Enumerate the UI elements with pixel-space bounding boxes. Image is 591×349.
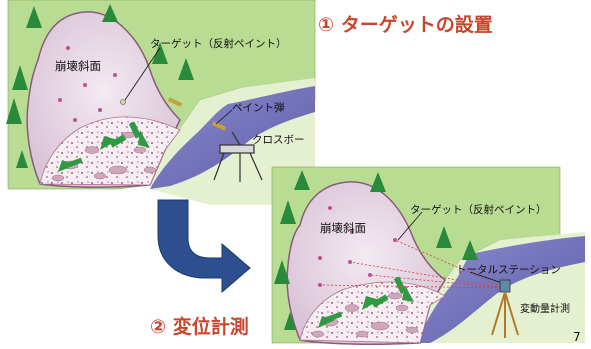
panel2-trees [274, 170, 478, 330]
panel1-river [150, 86, 315, 189]
panel1-scene [6, 0, 316, 205]
panel1-trees [6, 4, 194, 168]
flow-arrow [157, 199, 251, 294]
crossbow-icon [213, 131, 263, 182]
step1-title: ① ターゲットの設置 [318, 14, 493, 36]
total-station-label: トータルステーション [456, 264, 561, 276]
paint-bullet-label: ペイント弾 [232, 102, 285, 114]
paint-bullets [167, 97, 227, 131]
panel2-target-dots [318, 206, 397, 287]
panel2-slope-label: 崩壊斜面 [320, 221, 366, 235]
panel1-debris-arrows [58, 121, 150, 172]
total-station-icon [491, 279, 519, 338]
panel2-rocks [311, 292, 419, 338]
panel2-target-label: ターゲット（反射ペイント） [410, 204, 547, 216]
panel2-scene [271, 166, 585, 345]
panel1-target-label: ターゲット（反射ペイント） [150, 38, 287, 50]
laser-beams [319, 239, 506, 289]
crossbow-label: クロスボー [252, 134, 305, 146]
page-number: 7 [573, 330, 581, 344]
panel2-debris-arrows [318, 276, 414, 328]
step2-title: ② 変位計測 [150, 316, 249, 338]
panel1-target-dots [58, 46, 117, 122]
measurement-label: 変動量計測 [520, 304, 570, 315]
panel1-slope-label: 崩壊斜面 [55, 59, 101, 73]
